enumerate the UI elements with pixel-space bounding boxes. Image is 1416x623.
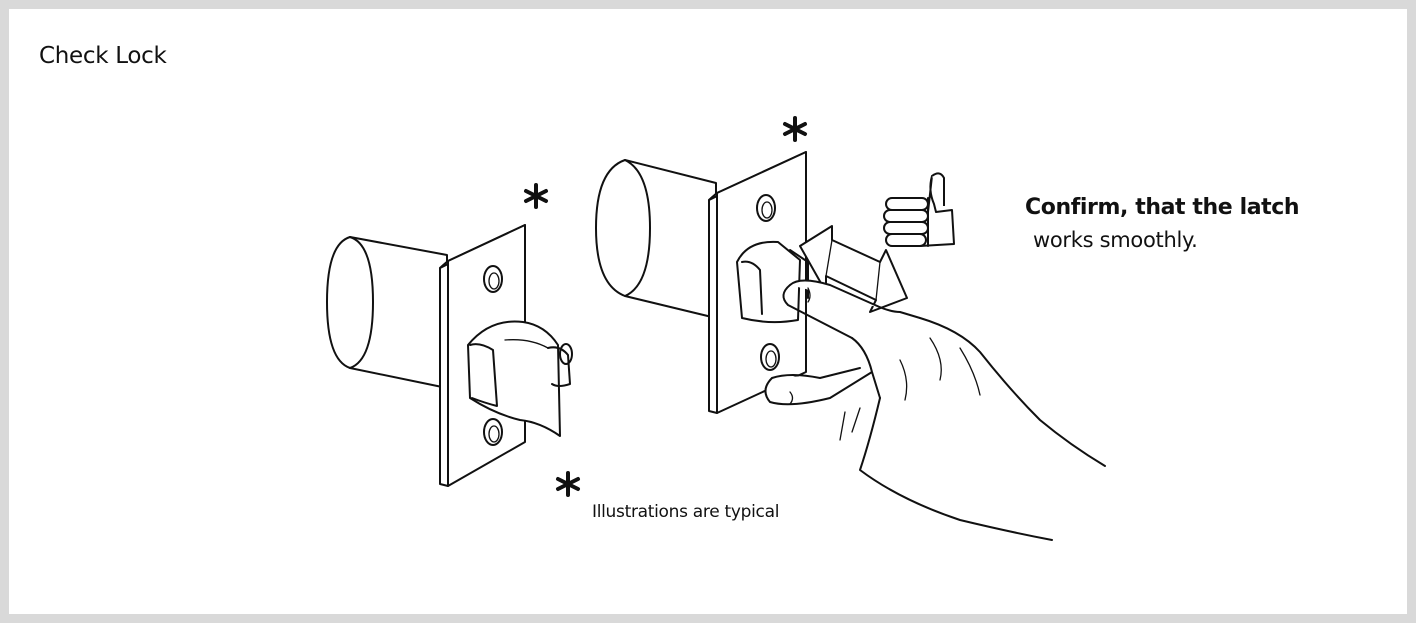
hand-icon (764, 279, 1106, 541)
left-latch (326, 224, 573, 487)
thumbs-up-icon (883, 172, 955, 247)
double-arrow-icon (799, 225, 908, 313)
latch-illustration (326, 116, 1106, 541)
right-latch (595, 151, 809, 414)
footnote: Illustrations are typical (592, 502, 780, 522)
instruction-heading: Confirm, that the latch (1025, 195, 1300, 220)
instruction-text: works smoothly. (1033, 228, 1198, 252)
asterisk-icon (556, 471, 580, 497)
asterisk-icon (524, 183, 548, 209)
asterisk-icon (783, 116, 807, 142)
page-title: Check Lock (39, 43, 167, 69)
